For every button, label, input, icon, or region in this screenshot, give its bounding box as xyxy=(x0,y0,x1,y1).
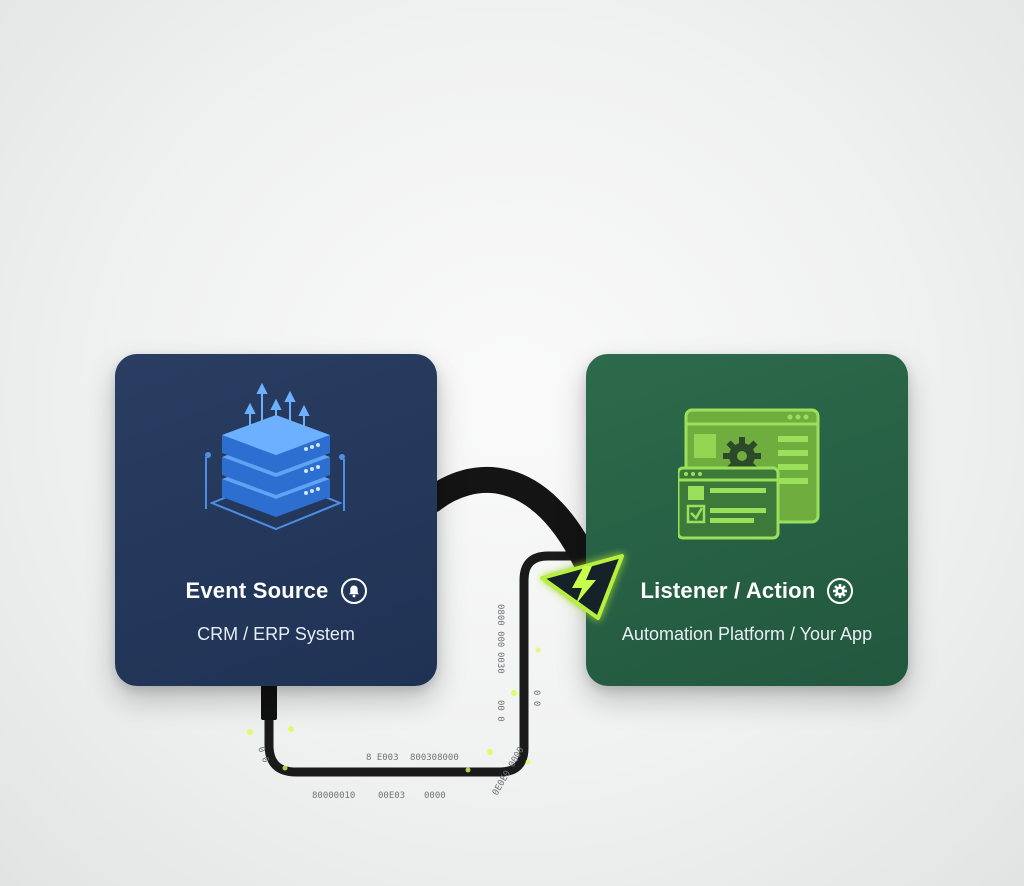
event-source-subtitle: CRM / ERP System xyxy=(197,624,355,644)
app-window-gear-icon xyxy=(678,408,820,540)
listener-subtitle: Automation Platform / Your App xyxy=(621,624,873,644)
server-stack-icon xyxy=(205,382,345,531)
svg-text:00E03: 00E03 xyxy=(378,791,405,801)
svg-text:800308000: 800308000 xyxy=(410,753,459,763)
cable-plug xyxy=(261,684,277,720)
arc-cable xyxy=(419,466,603,583)
event-source-card: Event Source CRM / ERP System xyxy=(115,354,437,686)
svg-text:0000: 0000 xyxy=(424,791,446,801)
svg-text:0 0: 0 0 xyxy=(531,690,541,706)
event-source-title-row: Event Source xyxy=(115,578,437,604)
event-source-title: Event Source xyxy=(185,578,329,603)
svg-text:00 0: 00 0 xyxy=(495,700,505,722)
listener-title: Listener / Action xyxy=(640,578,816,603)
bell-icon xyxy=(340,578,367,604)
svg-text:80000010: 80000010 xyxy=(312,791,355,801)
glow-dots xyxy=(247,647,541,773)
svg-text:0030: 0030 xyxy=(495,652,505,674)
gear-icon xyxy=(827,578,854,604)
listener-title-row: Listener / Action xyxy=(586,578,908,604)
lightning-bolt-icon xyxy=(540,554,624,620)
svg-text:8 E003: 8 E003 xyxy=(366,753,399,763)
return-cable xyxy=(264,551,585,777)
svg-text:0800 000: 0800 000 xyxy=(495,604,505,647)
listener-action-card: Listener / Action Automation Platform / … xyxy=(586,354,908,686)
